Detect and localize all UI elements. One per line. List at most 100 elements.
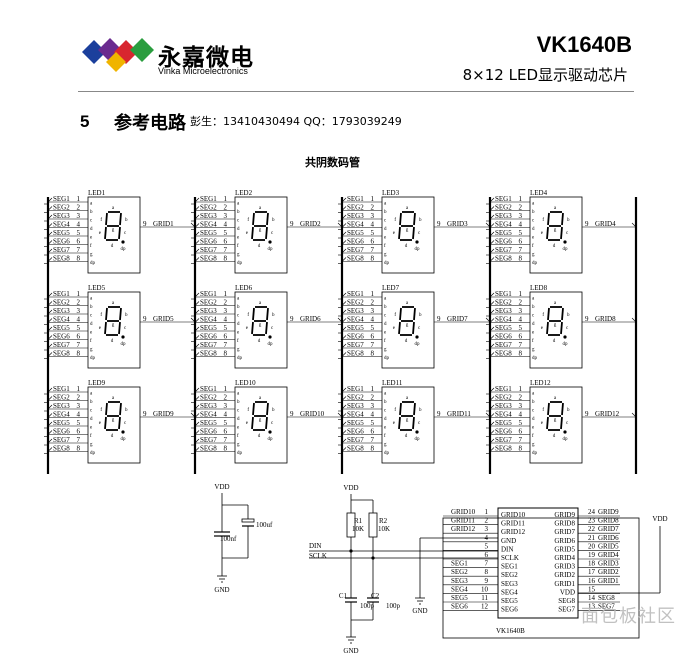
seg-letter: c [532,219,535,224]
seg-letter: dp [90,451,96,456]
digit-seg-c: c [566,421,569,426]
digit-seg-b: b [567,313,570,318]
seg-pin: 4 [224,316,228,324]
pin-name: SCLK [501,554,519,562]
seg-pin: 4 [371,221,375,229]
seg-letter: a [532,297,535,302]
seg-label: SEG4 [347,316,364,324]
junction [371,556,375,560]
bus-entry [489,197,495,203]
digit-seg-b: b [272,313,275,318]
r2-label: R2 [379,517,388,525]
seg-pin: 5 [224,419,228,427]
seg-letter: g [384,348,387,353]
seg-label: SEG3 [347,212,364,220]
bus-entry [47,240,53,245]
seg-letter: d [532,227,535,232]
digit-seg-c: c [271,231,274,236]
digit-seg-g: g [112,228,115,233]
pin-number: 15 [588,585,596,593]
seg-label: SEG2 [53,204,70,212]
digit-seg-b: b [272,218,275,223]
pin-name: GRID4 [554,554,575,562]
seg-pin: 4 [519,316,523,324]
digit-seg-d: d [405,244,408,249]
seg-label: SEG2 [200,204,217,212]
seg-pin: 6 [519,238,523,246]
seg-letter: g [237,253,240,258]
seg-pin: 1 [224,290,228,298]
seg-pin: 4 [371,316,375,324]
seven-seg-digit [398,211,416,241]
seg-letter: a [90,392,93,397]
seg-letter: g [384,253,387,258]
digit-seg-dp: dp [563,437,569,442]
pin-net: GRID1 [598,577,619,585]
seg-label: SEG3 [53,307,70,315]
seg-pin: 8 [371,445,375,453]
pin-net: SEG8 [598,594,615,602]
led-package [529,291,583,369]
bus-entry [47,231,53,237]
digit-seg-c: c [566,231,569,236]
seg-pin: 4 [371,411,375,419]
seg-pin: 7 [224,436,228,444]
seg-pin: 3 [519,402,523,410]
pin-name: GRID1 [554,580,575,588]
seg-pin: 2 [77,394,81,402]
digit-seg-f: f [394,313,396,318]
digit-seg-e: e [541,326,544,331]
digit-seg-dp: dp [563,247,569,252]
bus-entry [341,396,347,401]
seg-letter: e [90,236,93,241]
seg-letter: b [237,305,240,310]
seg-pin: 3 [224,212,228,220]
digit-seg-a: a [259,301,262,306]
ic-body [497,507,579,619]
gnd-label: GND [214,586,229,594]
digit-seg-a: a [406,206,409,211]
digit-seg-e: e [99,421,102,426]
led-label: LED10 [235,379,256,387]
pin-name: GRID6 [554,537,575,545]
seg-pin: 8 [77,350,81,358]
digit-seg-a: a [112,301,115,306]
seg-label: SEG8 [200,255,217,263]
seg-pin: 4 [77,316,81,324]
r2-value: 10K [378,525,390,533]
grid-label: GRID3 [447,220,468,228]
seg-letter: a [90,202,93,207]
bus-entry [341,421,347,427]
pin-name: GRID3 [554,563,575,571]
seg-pin: 1 [519,195,523,203]
seven-seg-digit [398,401,416,431]
seg-pin: 3 [224,402,228,410]
seg-letter: c [384,314,387,319]
seg-pin: 3 [77,307,81,315]
digit-seg-a: a [112,396,115,401]
seg-label: SEG8 [495,445,512,453]
led-package [87,386,141,464]
seg-label: SEG1 [495,290,512,298]
seg-label: SEG5 [495,324,512,332]
digit-seg-a: a [259,396,262,401]
seg-label: SEG2 [200,394,217,402]
bus-entry [194,240,200,245]
digit-pin: 9 [290,410,294,418]
pin-net: SEG6 [451,603,468,611]
seg-pin: 7 [77,246,81,254]
digit-seg-b: b [419,408,422,413]
led-label: LED2 [235,189,253,197]
digit-seg-e: e [246,421,249,426]
seg-label: SEG4 [495,221,512,229]
bus-entry [194,387,200,393]
digit-seg-dp: dp [121,342,127,347]
seg-pin: 4 [77,221,81,229]
ic-name: VK1640B [496,627,525,635]
seg-letter: e [90,426,93,431]
seg-letter: dp [384,451,390,456]
seg-label: SEG5 [347,419,364,427]
bus-entry [337,317,343,323]
digit-seg-a: a [259,206,262,211]
seg-pin: 2 [77,204,81,212]
